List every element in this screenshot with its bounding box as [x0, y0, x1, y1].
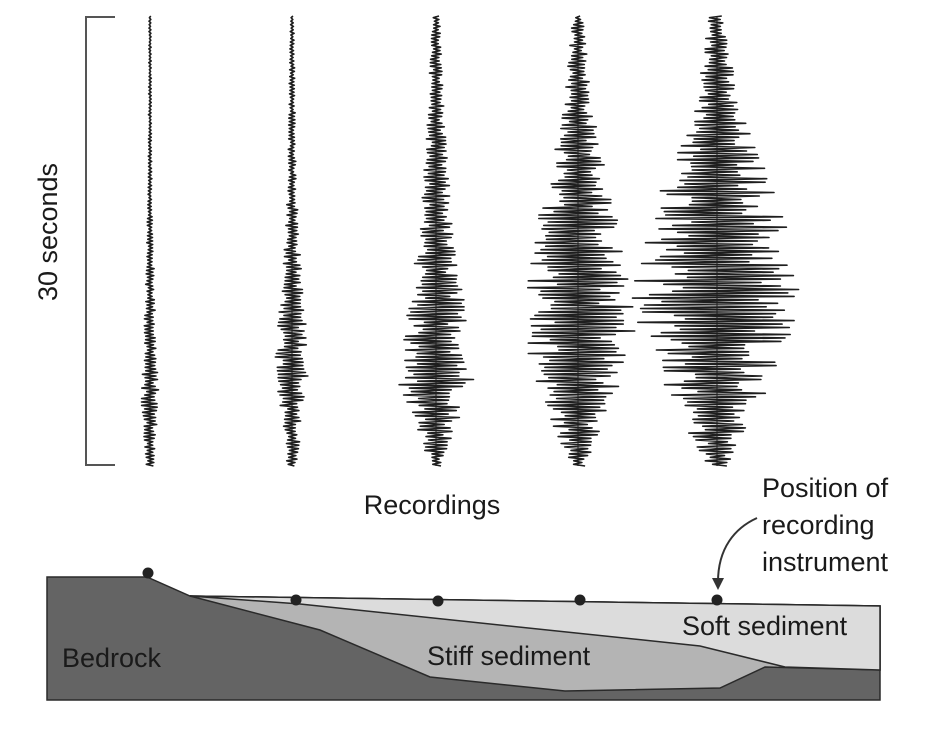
station-4 — [574, 594, 586, 606]
seismogram-thickest-soft-sediment — [631, 15, 800, 467]
callout-arrow — [717, 517, 758, 583]
seismogram-sediment-edge — [274, 15, 309, 467]
station-2 — [290, 594, 302, 606]
instrument-callout: Position of recording instrument — [712, 473, 889, 590]
time-scale-label: 30 seconds — [33, 163, 63, 301]
soft-sediment-layer — [189, 595, 881, 671]
seismogram-thicker-soft-sediment — [527, 15, 636, 467]
soft-sediment-label: Soft sediment — [682, 611, 848, 641]
bedrock-label: Bedrock — [62, 643, 162, 673]
station-5 — [711, 594, 723, 606]
stiff-sediment-label: Stiff sediment — [427, 641, 591, 671]
seismogram-traces — [140, 15, 800, 467]
callout-arrowhead — [712, 578, 724, 590]
callout-line-3: instrument — [762, 547, 889, 577]
callout-line-2: recording — [762, 510, 875, 540]
recordings-label: Recordings — [364, 490, 501, 520]
station-3 — [432, 595, 444, 607]
cross-section: Bedrock Stiff sediment Soft sediment — [46, 567, 881, 701]
time-scale-bracket — [85, 16, 115, 466]
seismogram-thin-soft-sediment — [398, 15, 475, 467]
callout-line-1: Position of — [762, 473, 889, 503]
station-1 — [142, 567, 154, 579]
recording-stations — [142, 567, 723, 607]
